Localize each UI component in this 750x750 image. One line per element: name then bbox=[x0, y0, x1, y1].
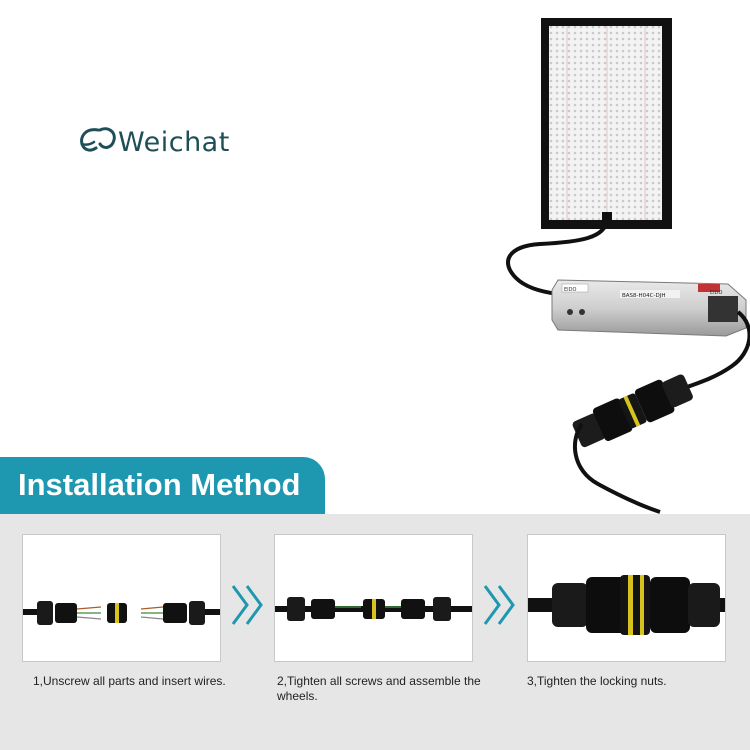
cable bbox=[506, 219, 609, 296]
step-2-image bbox=[274, 534, 473, 662]
waterproof-connector bbox=[572, 374, 693, 448]
product-image: EIDO BAS8-H04C-DJH EIDO bbox=[506, 18, 750, 514]
chevron-right-icon bbox=[231, 585, 263, 625]
brand-name: Weichat bbox=[118, 126, 230, 158]
section-banner: Installation Method bbox=[0, 457, 325, 514]
brand-logo: Weichat bbox=[78, 124, 230, 160]
led-board bbox=[541, 18, 672, 229]
logo-mark-icon bbox=[80, 127, 116, 152]
step-2-caption: 2,Tighten all screws and assemble the wh… bbox=[277, 674, 481, 703]
section-title: Installation Method bbox=[18, 467, 301, 502]
step-1-caption: 1,Unscrew all parts and insert wires. bbox=[33, 674, 226, 688]
cable bbox=[683, 310, 750, 390]
step-1-image bbox=[22, 534, 221, 662]
driver-model-label: BAS8-H04C-DJH bbox=[622, 293, 665, 299]
step-3-image bbox=[527, 534, 726, 662]
driver-side-label: EIDO bbox=[710, 290, 722, 296]
led-driver: EIDO BAS8-H04C-DJH EIDO bbox=[551, 279, 747, 337]
step-3-caption: 3,Tighten the locking nuts. bbox=[527, 674, 667, 688]
chevron-right-icon bbox=[483, 585, 515, 625]
cable bbox=[573, 422, 661, 514]
driver-brand-label: EIDO bbox=[564, 287, 576, 293]
